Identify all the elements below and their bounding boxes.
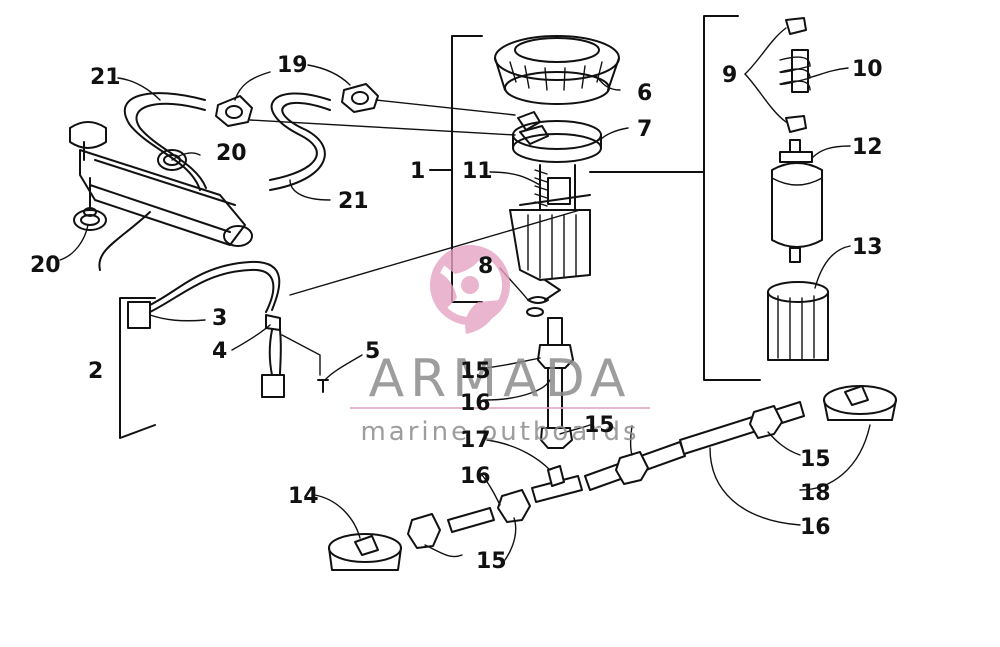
- callout-15-upper: 15: [460, 359, 491, 384]
- callout-20-lower: 20: [30, 253, 61, 278]
- callout-17: 17: [460, 428, 491, 453]
- bracket-group-12: [703, 15, 761, 381]
- wiring-harness: [127, 260, 329, 398]
- callout-7: 7: [637, 117, 652, 142]
- callout-10: 10: [852, 57, 883, 82]
- pump-flange-7: [512, 111, 602, 163]
- fuel-pump-12: [771, 139, 823, 263]
- callout-labels: 1 2 3 4 5 6 7 8 9 10 11 12 13 14 15 15 1…: [30, 53, 883, 574]
- callout-16-right: 16: [800, 515, 831, 540]
- callout-4: 4: [212, 339, 227, 364]
- hose-10: [779, 49, 811, 93]
- clamp-15-lower-left: [407, 513, 441, 549]
- callout-21-upper: 21: [90, 65, 121, 90]
- tank-fitting-18: [823, 385, 897, 421]
- nut-19-left: [215, 95, 253, 127]
- line-harness-to-pump: [289, 209, 581, 296]
- hose-clamp-20-lower: [73, 209, 107, 231]
- pump-assembly-11: [509, 164, 591, 301]
- fuel-rail: [69, 121, 253, 247]
- callout-18: 18: [800, 481, 831, 506]
- armada-logo: [430, 245, 510, 334]
- callout-13: 13: [852, 235, 883, 260]
- tube-16-vertical: [537, 317, 574, 449]
- callout-15-lower: 15: [476, 549, 507, 574]
- callout-19: 19: [277, 53, 308, 78]
- lock-ring-6: [494, 35, 620, 105]
- callout-2: 2: [88, 359, 103, 384]
- callout-1: 1: [410, 159, 425, 184]
- nut-19-right: [341, 83, 379, 113]
- callout-5: 5: [365, 339, 380, 364]
- hose-21-upper: [123, 92, 207, 191]
- callout-6: 6: [637, 81, 652, 106]
- callout-12: 12: [852, 135, 883, 160]
- filter-13: [767, 281, 829, 361]
- callout-16-upper: 16: [460, 391, 491, 416]
- tee-fitting-17: [531, 465, 583, 503]
- hose-return: [98, 211, 151, 271]
- callout-16-lower: 16: [460, 464, 491, 489]
- strainer-8: [526, 296, 549, 317]
- clamp-9-bottom: [785, 115, 807, 133]
- callout-15-mid: 15: [584, 413, 615, 438]
- bracket-group-2: [119, 297, 156, 439]
- callout-8: 8: [478, 254, 493, 279]
- hose-21-lower: [269, 92, 331, 191]
- callout-3: 3: [212, 306, 227, 331]
- watermark-brand: ARMADA: [369, 349, 632, 409]
- clamp-9-top: [785, 17, 807, 35]
- leader-lines: [59, 27, 871, 561]
- callout-20-upper: 20: [216, 141, 247, 166]
- line-to-pump-a: [249, 119, 516, 136]
- callout-15-right: 15: [800, 447, 831, 472]
- callout-14: 14: [288, 484, 319, 509]
- clamp-15-lower-right: [497, 489, 531, 523]
- tube-16-middle: [584, 441, 686, 491]
- watermark-tagline: marine outboards: [360, 417, 639, 447]
- tube-16-lower: [447, 507, 495, 533]
- tank-fitting-14: [328, 533, 402, 571]
- callout-9: 9: [722, 63, 737, 88]
- callout-11: 11: [462, 159, 493, 184]
- tube-16-right: [679, 401, 805, 455]
- callout-21-lower: 21: [338, 189, 369, 214]
- line-to-pump-b: [375, 99, 516, 116]
